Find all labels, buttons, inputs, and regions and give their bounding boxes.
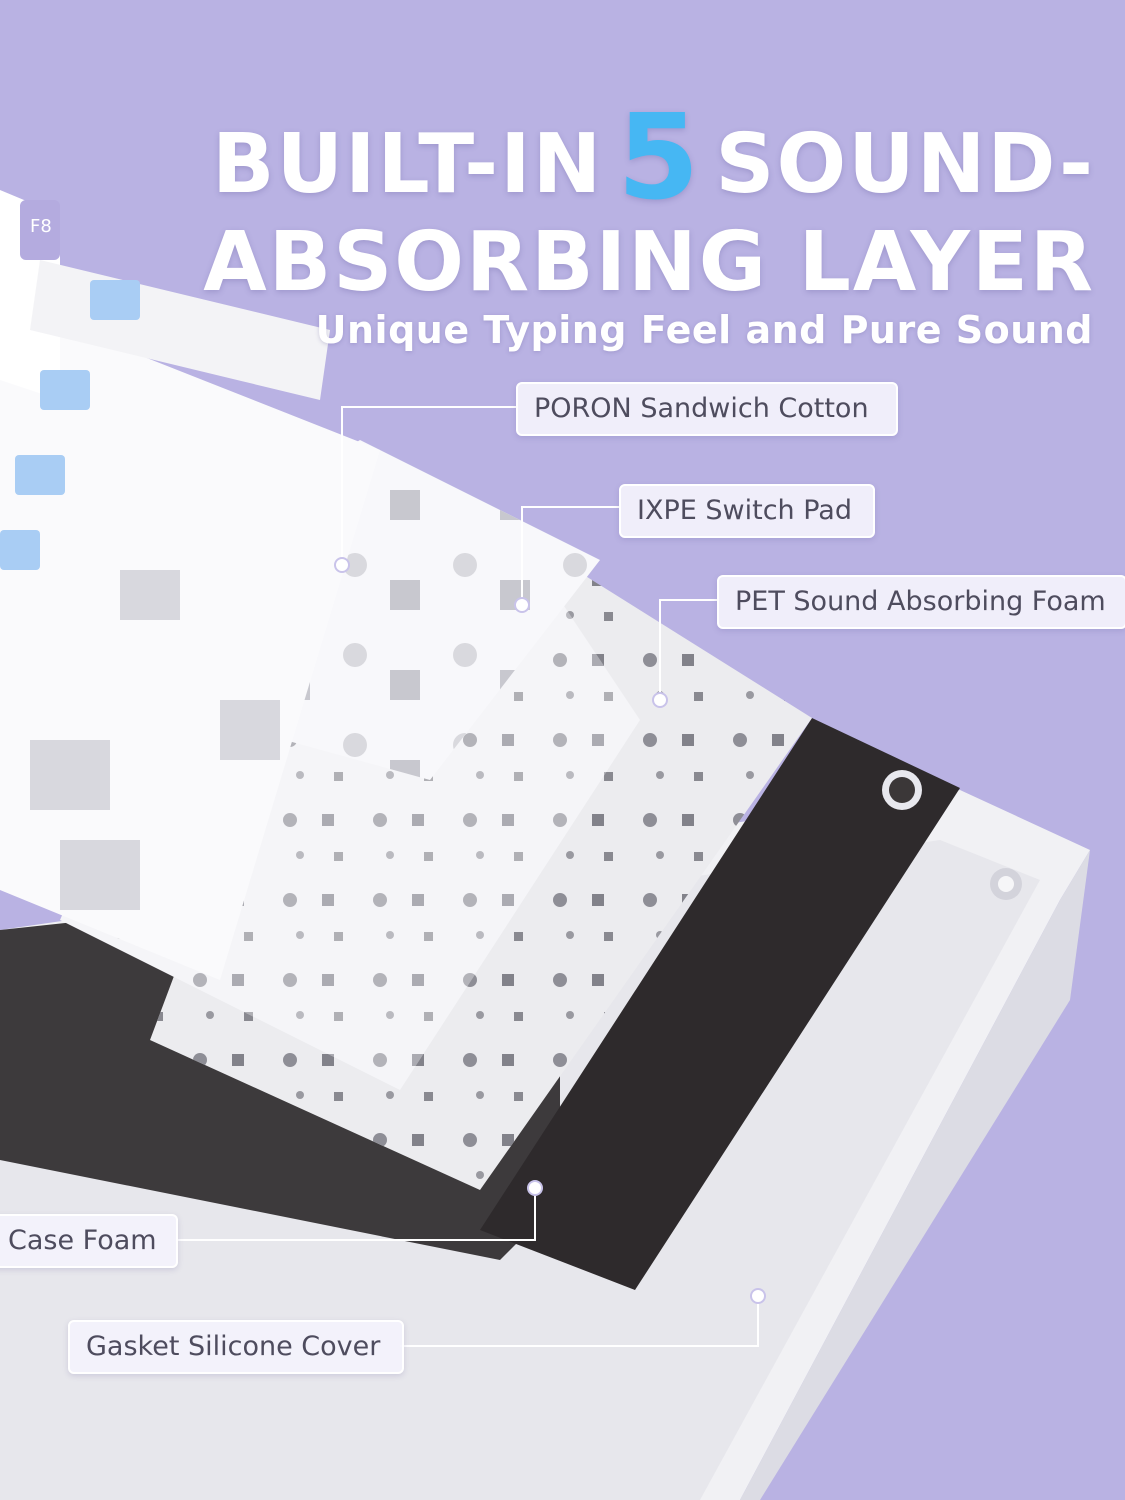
- headline-prefix: BUILT-IN: [211, 117, 604, 212]
- subtitle: Unique Typing Feel and Pure Sound: [315, 308, 1093, 352]
- callout-poron: PORON Sandwich Cotton: [516, 382, 898, 436]
- callout-pet: PET Sound Absorbing Foam: [717, 575, 1125, 629]
- switches: F8: [0, 190, 330, 570]
- callout-case-foam: Case Foam: [0, 1214, 178, 1268]
- pet-foam-layer: [480, 718, 960, 1290]
- keycap-legend: F8: [30, 216, 52, 237]
- callout-gasket: Gasket Silicone Cover: [68, 1320, 404, 1374]
- switch-plate: [0, 300, 380, 980]
- headline-suffix: SOUND-: [715, 117, 1095, 212]
- headline-line-2: ABSORBING LAYER: [203, 215, 1095, 310]
- callout-ixpe: IXPE Switch Pad: [619, 484, 875, 538]
- headline-number: 5: [617, 88, 702, 226]
